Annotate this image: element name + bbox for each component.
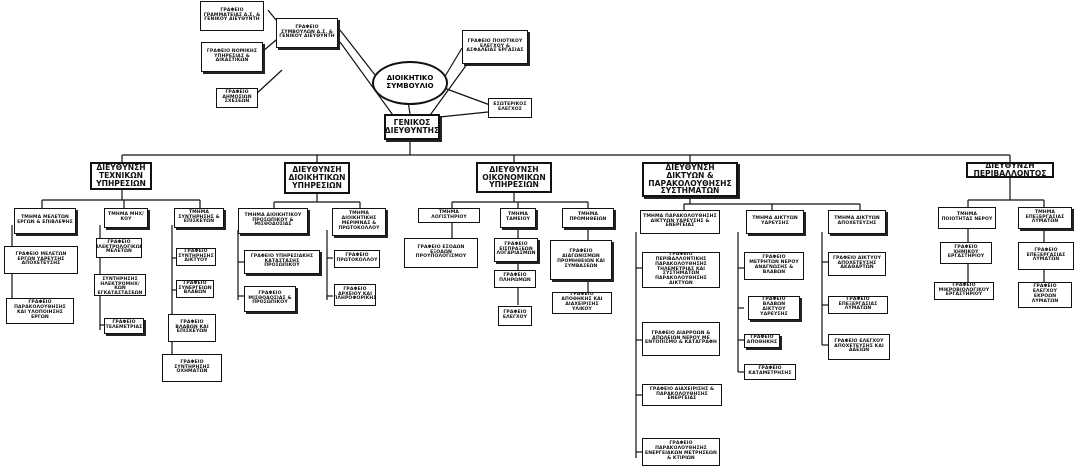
office-network-monitoring-3: ΓΡΑΦΕΙΟ ΔΙΑΧΕΙΡΙΣΗΣ & ΠΑΡΑΚΟΛΟΥΘΗΣΗΣ ΕΝΕ… bbox=[642, 384, 722, 406]
office-network-monitoring-2: ΓΡΑΦΕΙΟ ΔΙΑΡΡΟΩΝ & ΑΠΩΛΕΙΩΝ ΝΕΡΟΥ ΜΕ ΕΝΤ… bbox=[642, 322, 720, 356]
office-network-monitoring-4: ΓΡΑΦΕΙΟ ΠΑΡΑΚΟΛΟΥΘΗΣΗΣ ΕΝΕΡΓΕΙΑΚΩΝ ΜΕΤΡΗ… bbox=[642, 438, 720, 466]
office-tech-studies-1: ΓΡΑΦΕΙΟ ΜΕΛΕΤΩΝ ΕΡΓΩΝ ΥΔΡΕΥΣΗΣ ΑΠΟΧΕΤΕΥΣ… bbox=[4, 246, 78, 274]
dept-sewage-networks: ΤΜΗΜΑ ΔΙΚΤΥΩΝ ΑΠΟΧΕΤΕΥΣΗΣ bbox=[828, 210, 886, 234]
office-treasury-3: ΓΡΑΦΕΙΟ ΕΛΕΓΧΟΥ bbox=[498, 306, 532, 326]
office-tech-studies-2: ΓΡΑΦΕΙΟ ΠΑΡΑΚΟΛΟΥΘΗΣΗΣ ΚΑΙ ΥΛΟΠΟΙΗΣΗΣ ΕΡ… bbox=[6, 298, 74, 324]
dept-water-networks: ΤΜΗΜΑ ΔΙΚΤΥΩΝ ΥΔΡΕΥΣΗΣ bbox=[746, 210, 804, 234]
office-admin-staff-1: ΓΡΑΦΕΙΟ ΥΠΗΡΕΣΙΑΚΗΣ ΚΑΤΑΣΤΑΣΗΣ ΠΡΟΣΩΠΙΚΟ… bbox=[244, 250, 320, 274]
office-maintenance-3: ΓΡΑΦΕΙΟ ΒΛΑΒΩΝ ΚΑΙ ΕΠΙΣΚΕΥΩΝ bbox=[168, 314, 216, 342]
dept-procurement: ΤΜΗΜΑ ΠΡΟΜΗΘΕΙΩΝ bbox=[562, 208, 614, 228]
office-admin-care-1: ΓΡΑΦΕΙΟ ΠΡΩΤΟΚΟΛΛΟΥ bbox=[334, 250, 380, 268]
office-sewage-treatment-2: ΓΡΑΦΕΙΟ ΕΛΕΓΧΟΥ ΕΚΡΟΩΝ ΛΥΜΑΤΩΝ bbox=[1018, 282, 1072, 308]
dept-network-monitoring: ΤΜΗΜΑ ΠΑΡΑΚΟΛΟΥΘΗΣΗΣ ΔΙΚΤΥΩΝ ΥΔΡΕΥΣΗΣ & … bbox=[640, 210, 720, 234]
directorate-networks: ΔΙΕΥΘΥΝΣΗ ΔΙΚΤΥΩΝ & ΠΑΡΑΚΟΛΟΥΘΗΣΗΣ ΣΥΣΤΗ… bbox=[642, 162, 738, 197]
pr-office: ΓΡΑΦΕΙΟ ΔΗΜΟΣΙΩΝ ΣΧΕΣΕΩΝ bbox=[216, 88, 258, 108]
office-water-quality-1: ΓΡΑΦΕΙΟ ΧΗΜΙΚΟΥ ΕΡΓΑΣΤΗΡΙΟΥ bbox=[940, 242, 992, 264]
office-accounting-1: ΓΡΑΦΕΙΟ ΕΣΟΔΩΝ ΕΞΟΔΩΝ ΠΡΟΥΠΟΛΟΓΙΣΜΟΥ bbox=[404, 238, 478, 268]
dept-admin-care: ΤΜΗΜΑ ΔΙΟΙΚΗΤΙΚΗΣ ΜΕΡΙΜΝΑΣ & ΠΡΩΤΟΚΟΛΛΟΥ bbox=[332, 208, 386, 236]
legal-office: ΓΡΑΦΕΙΟ ΝΟΜΙΚΗΣ ΥΠΗΡΕΣΙΑΣ & ΔΙΚΑΣΤΙΚΩΝ bbox=[201, 42, 263, 72]
dept-maintenance: ΤΜΗΜΑ ΣΥΝΤΗΡΗΣΗΣ & ΕΠΙΣΚΕΥΩΝ bbox=[174, 208, 224, 228]
office-admin-staff-2: ΓΡΑΦΕΙΟ ΜΙΣΘΟΔΟΣΙΑΣ & ΠΡΟΣΩΠΙΚΟΥ bbox=[244, 286, 296, 312]
office-maintenance-2: ΓΡΑΦΕΙΟ ΣΥΝΕΡΓΕΙΩΝ ΒΛΑΒΩΝ bbox=[176, 280, 214, 298]
general-manager: ΓΕΝΙΚΟΣ ΔΙΕΥΘΥΝΤΗΣ bbox=[384, 114, 440, 140]
office-admin-care-2: ΓΡΑΦΕΙΟ ΑΡΧΕΙΟΥ ΚΑΙ ΠΛΗΡΟΦΟΡΙΚΗΣ bbox=[334, 284, 376, 306]
dept-treasury: ΤΜΗΜΑ ΤΑΜΕΙΟΥ bbox=[500, 208, 536, 228]
office-sewage-1: ΓΡΑΦΕΙΟ ΔΙΚΤΥΟΥ ΑΠΟΧΕΤΕΥΣΗΣ ΑΚΑΘΑΡΤΩΝ bbox=[828, 252, 886, 276]
office-water-1: ΓΡΑΦΕΙΟ ΜΕΤΡΗΤΩΝ ΝΕΡΟΥ ΑΝΑΓΝΩΣΗΣ & ΒΛΑΒΩ… bbox=[744, 252, 804, 280]
directorate-technical: ΔΙΕΥΘΥΝΣΗ ΤΕΧΝΙΚΩΝ ΥΠΗΡΕΣΙΩΝ bbox=[90, 162, 152, 190]
dept-technical-studies: ΤΜΗΜΑ ΜΕΛΕΤΩΝ ΕΡΓΩΝ & ΕΠΙΒΛΕΨΗΣ bbox=[14, 208, 76, 234]
office-treasury-2: ΓΡΑΦΕΙΟ ΠΛΗΡΩΜΩΝ bbox=[494, 270, 536, 288]
board-of-directors: ΔΙΟΙΚΗΤΙΚΟ ΣΥΜΒΟΥΛΙΟ bbox=[372, 61, 448, 105]
office-treasury-1: ΓΡΑΦΕΙΟ ΕΙΣΠΡΑΞΕΩΝ ΛΟΓΑΡΙΑΣΜΩΝ bbox=[494, 238, 538, 262]
office-procurement-2: ΓΡΑΦΕΙΟ ΑΠΟΘΗΚΗΣ ΚΑΙ ΔΙΑΧΕΙΡΙΣΗΣ ΥΛΙΚΟΥ bbox=[552, 292, 612, 314]
office-procurement-1: ΓΡΑΦΕΙΟ ΔΙΑΓΩΝΙΣΜΩΝ ΠΡΟΜΗΘΕΙΩΝ ΚΑΙ ΣΥΜΒΑ… bbox=[550, 240, 612, 280]
directorate-environment: ΔΙΕΥΘΥΝΣΗ ΠΕΡΙΒΑΛΛΟΝΤΟΣ bbox=[966, 162, 1054, 178]
office-mechanical-1: ΓΡΑΦΕΙΟ ΗΛΕΚΤΡΟΛΟΓΙΚΩΝ ΜΕΛΕΤΩΝ bbox=[96, 238, 142, 258]
office-mechanical-2: ΓΡΑΦΕΙΟ ΣΥΝΤΗΡΗΣΗΣ ΗΛΕΚΤΡΟΜΗΧ/ΚΩΝ ΕΓΚΑΤΑ… bbox=[94, 274, 146, 296]
office-sewage-2: ΓΡΑΦΕΙΟ ΕΠΕΞΕΡΓΑΣΙΑΣ ΛΥΜΑΤΩΝ bbox=[828, 296, 888, 314]
dept-accounting: ΤΜΗΜΑ ΛΟΓΙΣΤΗΡΙΟΥ bbox=[418, 208, 480, 223]
office-maintenance-1: ΓΡΑΦΕΙΟ ΣΥΝΤΗΡΗΣΗΣ ΔΙΚΤΥΟΥ bbox=[176, 248, 216, 266]
office-water-2: ΓΡΑΦΕΙΟ ΒΛΑΒΩΝ ΔΙΚΤΥΟΥ ΥΔΡΕΥΣΗΣ bbox=[748, 296, 800, 320]
office-sewage-3: ΓΡΑΦΕΙΟ ΕΛΕΓΧΟΥ ΑΠΟΧΕΤΕΥΣΗΣ ΚΑΙ ΑΔΕΙΩΝ bbox=[828, 334, 890, 360]
office-water-3: ΓΡΑΦΕΙΟ ΑΠΟΘΗΚΗΣ bbox=[744, 334, 780, 348]
dept-sewage-treatment: ΤΜΗΜΑ ΕΠΕΞΕΡΓΑΣΙΑΣ ΛΥΜΑΤΩΝ bbox=[1018, 207, 1072, 229]
audit-office: ΕΣΩΤΕΡΙΚΟΣ ΕΛΕΓΧΟΣ bbox=[488, 98, 532, 118]
directorate-financial: ΔΙΕΥΘΥΝΣΗ ΟΙΚΟΝΟΜΙΚΩΝ ΥΠΗΡΕΣΙΩΝ bbox=[476, 162, 552, 193]
dept-water-quality: ΤΜΗΜΑ ΠΟΙΟΤΗΤΑΣ ΝΕΡΟΥ bbox=[938, 207, 996, 229]
directorate-administrative: ΔΙΕΥΘΥΝΣΗ ΔΙΟΙΚΗΤΙΚΩΝ ΥΠΗΡΕΣΙΩΝ bbox=[284, 162, 350, 194]
dept-admin-staff: ΤΜΗΜΑ ΔΙΟΙΚΗΤΙΚΟΥ ΠΡΟΣΩΠΙΚΟΥ & ΜΙΣΘΟΔΟΣΙ… bbox=[238, 208, 308, 234]
office-water-4: ΓΡΑΦΕΙΟ ΚΑΤΑΜΕΤΡΗΣΗΣ bbox=[744, 364, 796, 380]
office-network-monitoring-1: ΓΡΑΦΕΙΟ ΠΕΡΙΒΑΛΛΟΝΤΙΚΗΣ ΠΑΡΑΚΟΛΟΥΘΗΣΗΣ Τ… bbox=[642, 252, 720, 288]
dept-mechanical: ΤΜΗΜΑ ΜΗΧ/ΚΟΥ bbox=[104, 208, 148, 228]
quality-office: ΓΡΑΦΕΙΟ ΠΟΙΟΤΙΚΟΥ ΕΛΕΓΧΟΥ & ΑΣΦΑΛΕΙΑΣ ΕΡ… bbox=[462, 30, 528, 64]
office-sewage-treatment-1: ΓΡΑΦΕΙΟ ΕΠΕΞΕΡΓΑΣΙΑΣ ΛΥΜΑΤΩΝ bbox=[1018, 242, 1074, 270]
adviser-office: ΓΡΑΦΕΙΟ ΣΥΜΒΟΥΛΩΝ Δ.Σ. & ΓΕΝΙΚΟΥ ΔΙΕΥΘΥΝ… bbox=[276, 18, 338, 48]
secretariat-office: ΓΡΑΦΕΙΟ ΓΡΑΜΜΑΤΕΙΑΣ Δ.Σ. & ΓΕΝΙΚΟΥ ΔΙΕΥΘ… bbox=[200, 1, 264, 31]
office-mechanical-3: ΓΡΑΦΕΙΟ ΤΕΛΕΜΕΤΡΙΑΣ bbox=[104, 318, 144, 334]
office-water-quality-2: ΓΡΑΦΕΙΟ ΜΙΚΡΟΒΙΟΛΟΓΙΚΟΥ ΕΡΓΑΣΤΗΡΙΟΥ bbox=[934, 282, 994, 300]
office-maintenance-4: ΓΡΑΦΕΙΟ ΣΥΝΤΗΡΗΣΗΣ ΟΧΗΜΑΤΩΝ bbox=[162, 354, 222, 382]
